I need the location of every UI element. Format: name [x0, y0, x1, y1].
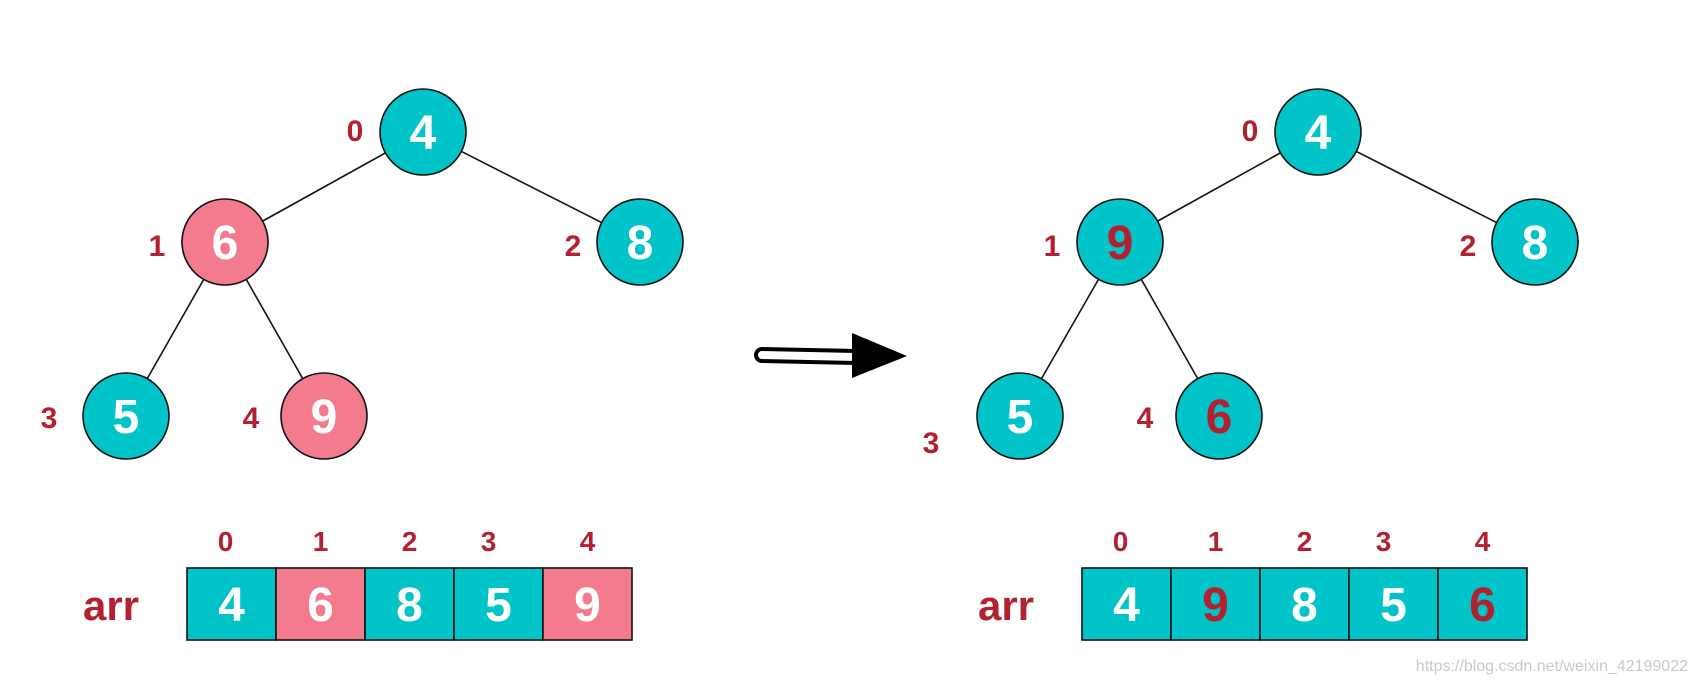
panel-before: 4 0 6 1 8 2 5 3 9 4 arr 4 0 6 1 8 2 5 3 9 4 — [41, 88, 684, 641]
watermark: https://blog.csdn.net/weixin_42199022 — [1415, 658, 1688, 675]
tree-node-value: 4 — [410, 107, 437, 160]
tree-node-value: 9 — [311, 391, 338, 444]
array-cell — [1170, 567, 1261, 641]
tree-node-index: 4 — [243, 402, 260, 435]
array-cell — [1081, 567, 1172, 641]
array-cell-index: 1 — [1208, 526, 1224, 557]
tree-node-circle — [1175, 372, 1263, 460]
tree-node-circle — [1274, 88, 1362, 176]
array-cell-value: 6 — [307, 579, 334, 632]
array-cell-index: 0 — [1113, 526, 1129, 557]
tree-node-value: 4 — [1305, 107, 1332, 160]
tree-node-index: 3 — [923, 427, 940, 460]
tree-node-value: 8 — [627, 217, 654, 270]
array-cell-index: 3 — [481, 526, 497, 557]
tree-node-value: 6 — [212, 217, 239, 270]
array-cell — [1259, 567, 1350, 641]
array-cell-index: 3 — [1376, 526, 1392, 557]
tree-edge — [1140, 278, 1199, 380]
array-cell-value: 9 — [1202, 579, 1229, 632]
array-cell-index: 4 — [580, 526, 596, 557]
right-arrow-icon — [754, 333, 907, 378]
array-cell-value: 4 — [218, 579, 245, 632]
array-cell-index: 0 — [218, 526, 234, 557]
tree-node-circle — [1491, 198, 1579, 286]
array-cell-value: 5 — [1380, 579, 1407, 632]
tree-node-index: 3 — [41, 402, 58, 435]
array-cell-value: 6 — [1469, 579, 1496, 632]
tree-node-value: 8 — [1522, 217, 1549, 270]
array-cell-value: 8 — [1291, 579, 1318, 632]
array-cell-value: 9 — [574, 579, 601, 632]
array-cell — [542, 567, 633, 641]
tree-node-index: 0 — [347, 115, 364, 148]
array-cell-index: 4 — [1475, 526, 1491, 557]
array-label: arr — [978, 582, 1034, 629]
array-cell-value: 4 — [1113, 579, 1140, 632]
tree-node-circle — [181, 198, 269, 286]
array-cell-index: 2 — [402, 526, 418, 557]
array-cell — [186, 567, 277, 641]
tree-node-value: 6 — [1206, 391, 1233, 444]
tree-edge — [1040, 278, 1100, 380]
tree-edge — [460, 150, 603, 224]
array-cell-index: 2 — [1297, 526, 1313, 557]
array-cell-value: 8 — [396, 579, 423, 632]
tree-edge — [1157, 152, 1281, 222]
array-cell — [364, 567, 455, 641]
array-cell-value: 5 — [485, 579, 512, 632]
tree-node-index: 2 — [565, 230, 582, 263]
tree-node-value: 5 — [1007, 391, 1034, 444]
tree-node-index: 1 — [1044, 230, 1061, 263]
tree-node-index: 4 — [1137, 402, 1154, 435]
tree-node-value: 9 — [1107, 217, 1134, 270]
tree-node-index: 2 — [1460, 230, 1477, 263]
tree-node-circle — [596, 198, 684, 286]
tree-node-index: 1 — [149, 230, 166, 263]
tree-node-circle — [976, 372, 1064, 460]
tree-node-circle — [379, 88, 467, 176]
array-cell — [1437, 567, 1528, 641]
tree-edge — [262, 152, 386, 222]
array-cell-index: 1 — [313, 526, 329, 557]
tree-node-index: 0 — [1242, 115, 1259, 148]
array-cell — [453, 567, 544, 641]
tree-node-circle — [280, 372, 368, 460]
tree-node-circle — [82, 372, 170, 460]
tree-node-circle — [1076, 198, 1164, 286]
array-label: arr — [83, 582, 139, 629]
tree-node-value: 5 — [113, 391, 140, 444]
tree-edge — [245, 278, 304, 380]
tree-edge — [1355, 150, 1498, 224]
tree-edge — [146, 278, 205, 380]
